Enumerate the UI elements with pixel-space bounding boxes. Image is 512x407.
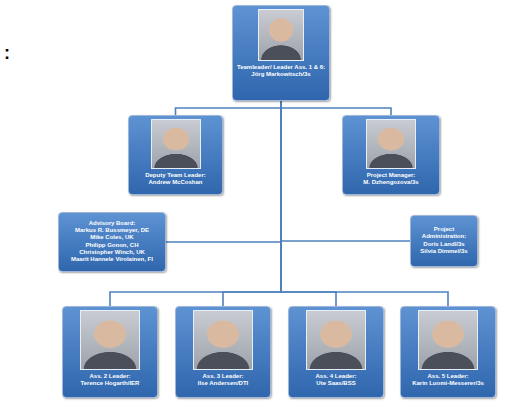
role-title: Deputy Team Leader: — [132, 172, 219, 179]
role-title: Ass. 4 Leader: — [292, 373, 380, 380]
person-name: Markus R. Bussmeyer, DE — [62, 227, 162, 234]
person-name: Doris Landl/3s — [414, 241, 474, 248]
person-name: Maarit Hannele Virolainen, FI — [62, 256, 162, 263]
connector-line — [110, 101, 281, 306]
admin-box: Project Administration:Doris Landl/3sSil… — [410, 215, 478, 267]
portrait-photo — [306, 310, 366, 370]
role-title: Ass. 2 Leader: — [66, 373, 154, 380]
role-title: Advisory Board: — [62, 220, 162, 227]
connector-line — [176, 101, 282, 115]
role-title: Teamleader/ Leader Ass. 1 & 6: — [236, 64, 326, 71]
person-name: Christopher Winch, UK — [62, 249, 162, 256]
connector-line — [281, 101, 448, 306]
role-title: Project Administration: — [414, 226, 474, 240]
portrait-photo — [258, 9, 304, 61]
person-name: Karin Luomi-Messerer/3s — [404, 380, 492, 387]
person-name: Ute Saas/BSS — [292, 380, 380, 387]
person-name: Terence Hogarth/IER — [66, 380, 154, 387]
stray-label: : — [4, 44, 10, 62]
assignment-box: Ass. 4 Leader:Ute Saas/BSS — [288, 306, 384, 398]
portrait-photo — [366, 119, 416, 169]
portrait-photo — [418, 310, 478, 370]
manager-box: Project Manager:M. Dzhengozova/3s — [342, 115, 440, 195]
connector-line — [281, 101, 391, 115]
person-name: Jörg Markowitsch/3s — [236, 71, 326, 78]
assignment-box: Ass. 3 Leader:Ilse Andersen/DTI — [175, 306, 271, 398]
portrait-photo — [151, 119, 201, 169]
person-name: M. Dzhengozova/3s — [346, 179, 436, 186]
person-name: Philipp Gonon, CH — [62, 242, 162, 249]
role-title: Project Manager: — [346, 172, 436, 179]
portrait-photo — [193, 310, 253, 370]
connector-line — [281, 101, 336, 306]
assignment-box: Ass. 5 Leader:Karin Luomi-Messerer/3s — [400, 306, 496, 398]
person-name: Silvia Dimmel/3s — [414, 248, 474, 255]
team-leader-box: Teamleader/ Leader Ass. 1 & 6:Jörg Marko… — [232, 5, 330, 101]
assignment-box: Ass. 2 Leader:Terence Hogarth/IER — [62, 306, 158, 398]
portrait-photo — [80, 310, 140, 370]
role-title: Ass. 5 Leader: — [404, 373, 492, 380]
person-name: Mike Coles, UK — [62, 234, 162, 241]
connector-line — [223, 101, 281, 306]
deputy-box: Deputy Team Leader:Andrew McCoshan — [128, 115, 223, 195]
person-name: Andrew McCoshan — [132, 179, 219, 186]
person-name: Ilse Andersen/DTI — [179, 380, 267, 387]
advisory-box: Advisory Board:Markus R. Bussmeyer, DEMi… — [58, 212, 166, 272]
role-title: Ass. 3 Leader: — [179, 373, 267, 380]
